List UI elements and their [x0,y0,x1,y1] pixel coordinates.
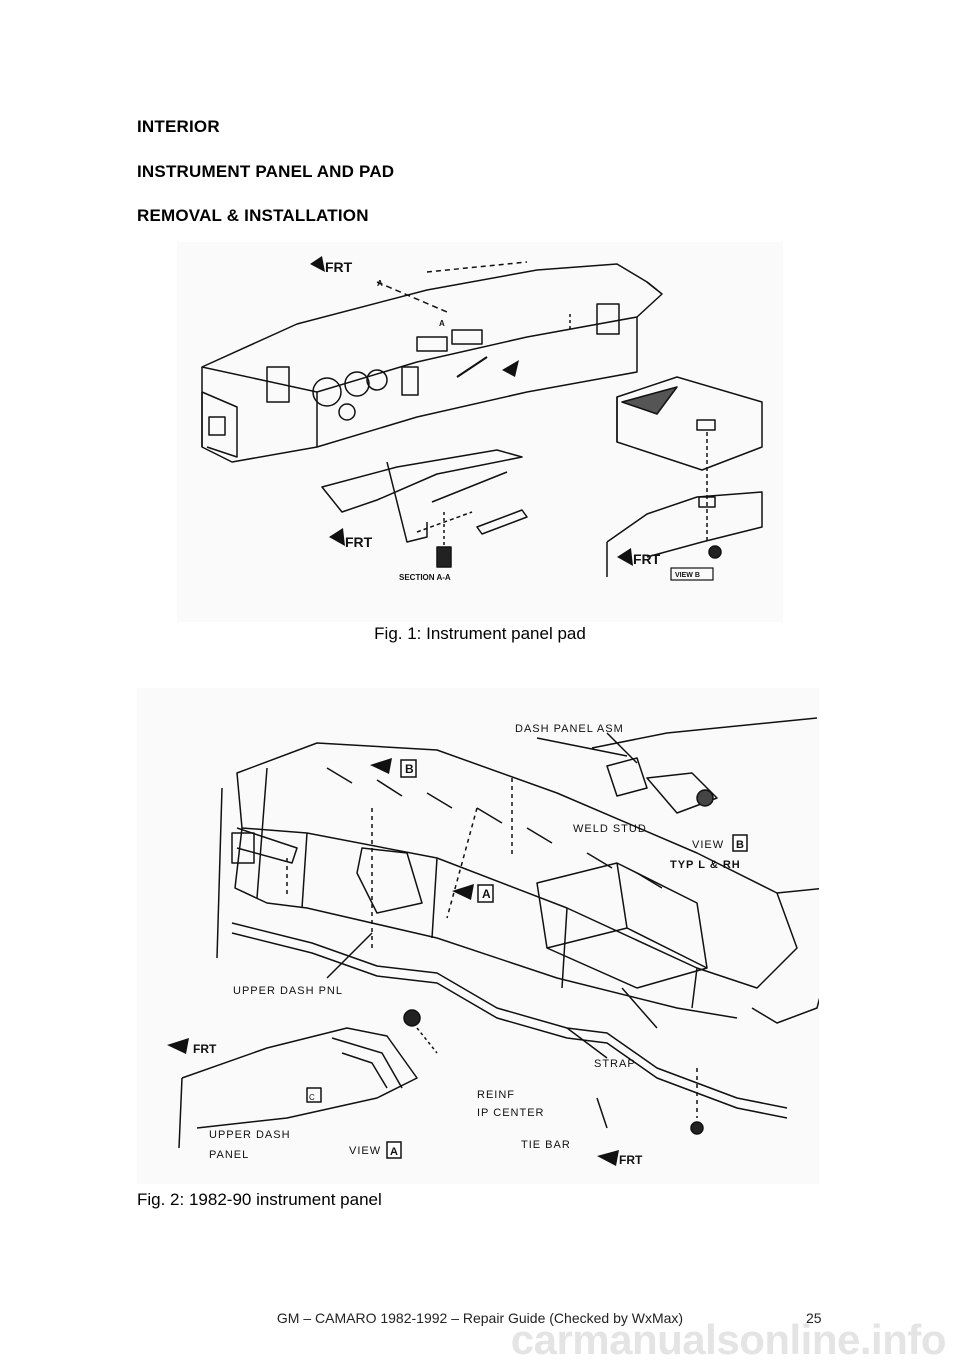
figure-2-caption: Fig. 2: 1982-90 instrument panel [137,1190,382,1209]
tie-bar-label: TIE BAR [521,1139,571,1151]
arrow-label-b: B [405,762,414,776]
instrument-panel-pad-figure: FRT FRT FRT A A SECTION A-A VIEW B [177,242,783,622]
section-a-a-label: SECTION A-A [399,573,451,582]
upper-dash-panel-label-line1: UPPER DASH [209,1129,291,1141]
reinf-label-line1: REINF [477,1089,515,1101]
upper-dash-panel-label-line2: PANEL [209,1149,249,1161]
frt-label-1: FRT [325,259,353,275]
view-b-label: VIEW B [675,572,700,579]
view-b-letter: B [736,839,744,851]
section-mark-a-1: A [377,279,383,288]
instrument-panel-drawing: B A DASH PANEL ASM WELD STUD VIEW B TYP … [167,717,819,1167]
upper-dash-pnl-label: UPPER DASH PNL [233,985,343,997]
section-heading: INTERIOR [137,117,220,136]
strap-label: STRAP [594,1058,636,1070]
instrument-panel-figure: B A DASH PANEL ASM WELD STUD VIEW B TYP … [137,688,819,1184]
section-mark-a-2: A [439,319,445,328]
frt-label-2: FRT [619,1153,643,1167]
weld-stud-label: WELD STUD [573,823,647,835]
frt-label-1: FRT [193,1042,217,1056]
frt-label-2: FRT [345,534,373,550]
page-footer: GM – CAMARO 1982-1992 – Repair Guide (Ch… [276,1310,684,1326]
page-number: 25 [806,1310,822,1326]
frt-label-3: FRT [633,551,661,567]
watermark: carmanualsonline.info [510,1316,947,1363]
dash-panel-asm-label: DASH PANEL ASM [515,723,624,735]
procedure-heading: REMOVAL & INSTALLATION [137,206,369,225]
view-a-label: VIEW [349,1145,381,1157]
instrument-panel-pad-drawing: FRT FRT FRT A A SECTION A-A VIEW B [201,256,763,582]
bolt-c-letter: C [309,1093,315,1102]
typ-l-rh-label: TYP L & RH [670,859,741,871]
arrow-label-a: A [482,887,491,901]
figure-1-caption: Fig. 1: Instrument panel pad [374,624,586,643]
subsection-heading: INSTRUMENT PANEL AND PAD [137,162,395,181]
view-a-letter: A [390,1146,398,1158]
view-b-label: VIEW [692,839,724,851]
reinf-label-line2: IP CENTER [477,1107,544,1119]
